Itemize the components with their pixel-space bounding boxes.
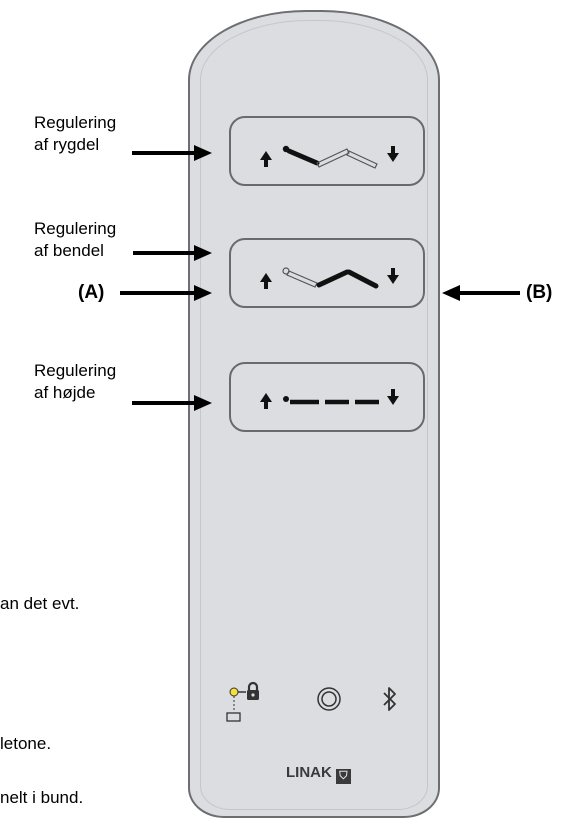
height-label-line2: af højde (34, 383, 96, 402)
up-arrow-icon (260, 151, 272, 167)
down-arrow-icon (387, 389, 399, 405)
label-a: (A) (78, 282, 105, 303)
height-label-line1: Regulering (34, 361, 117, 380)
brand-name: LINAK (286, 764, 332, 781)
back-adjust-button[interactable] (229, 116, 425, 186)
bed-back-icon (260, 145, 399, 169)
back-label-line1: Regulering (34, 113, 117, 132)
cutoff-text-1: an det evt. (0, 594, 80, 613)
leg-label-line2: af bendel (34, 241, 104, 260)
height-adjust-button[interactable] (229, 362, 425, 432)
down-arrow-icon (387, 268, 399, 284)
brand-logo: LINAK⛉ (286, 764, 351, 784)
bed-height-icon (260, 389, 399, 409)
cutoff-text-2: letone. (0, 734, 52, 753)
back-label-line2: af rygdel (34, 135, 100, 154)
leg-label-line1: Regulering (34, 219, 117, 238)
label-b: (B) (526, 282, 553, 303)
bed-leg-icon (260, 267, 399, 289)
up-arrow-icon (260, 393, 272, 409)
brand-mark-icon: ⛉ (335, 769, 351, 784)
down-arrow-icon (387, 146, 399, 162)
cutoff-text-3: nelt i bund. (0, 788, 84, 807)
up-arrow-icon (260, 273, 272, 289)
indicator-light-icon (317, 687, 341, 711)
lock-icon[interactable] (224, 680, 264, 730)
bluetooth-icon (383, 687, 396, 711)
leg-adjust-button[interactable] (229, 238, 425, 308)
